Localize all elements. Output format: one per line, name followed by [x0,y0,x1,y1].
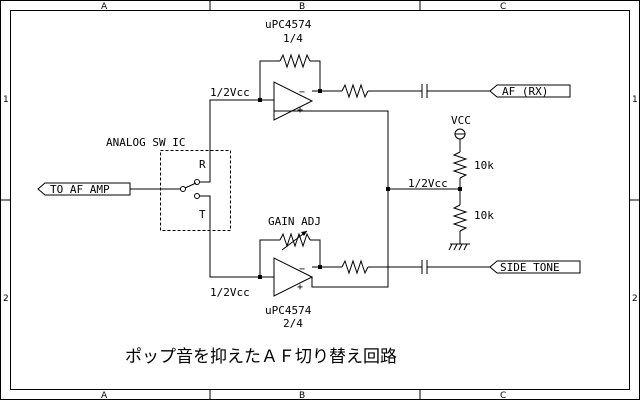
port-af-rx [489,84,571,98]
diagram-caption: ポップ音を抑えたＡＦ切り替え回路 [125,347,397,367]
vcc-label: VCC [451,114,471,127]
switch-r-wire [199,99,260,183]
switch-t-wire [199,195,260,278]
opamp-bottom-unit: 2/4 [283,317,303,330]
zone-col-a-bottom: A [101,391,108,400]
switch-t-label: T [199,208,206,221]
opamp-bottom-minus: − [299,264,305,275]
port-af-rx-label: AF (RX) [502,85,548,98]
switch-t-contact [194,193,200,199]
gain-adj-label: GAIN ADJ [268,215,321,228]
port-to-af-amp-label: TO AF AMP [50,183,110,196]
junction-top-out [318,89,322,93]
zone-col-c-top: C [500,2,506,12]
opamp-bottom-feedback-right [310,239,321,267]
divider-resistor-top [452,151,468,179]
gain-adj-resistor [279,232,311,248]
zone-row-2-right: 2 [632,294,638,304]
inner-frame [10,10,630,390]
opamp-top-feedback-resistor [279,53,311,69]
net-half-vcc-top: 1/2Vcc [210,86,250,99]
port-side-tone [489,260,581,274]
opamp-top-part: uPC4574 [265,18,312,31]
zone-col-b-top: B [299,2,305,12]
divider-resistor-bottom-value: 10k [474,209,494,222]
opamp-bottom-feedback-left [259,239,280,277]
switch-title: ANALOG SW IC [106,136,185,149]
opamp-bottom-symbol [273,257,314,297]
zone-row-1-left: 1 [3,95,9,105]
opamp-bottom-plus: + [297,282,303,293]
net-half-vcc-bottom: 1/2Vcc [210,286,250,299]
series-resistor-top [341,83,369,99]
junction-bias [386,187,390,191]
switch-blade [184,182,197,189]
ground-symbol [448,243,470,251]
opamp-top-symbol [273,81,314,121]
port-side-tone-label: SIDE TONE [500,261,560,274]
opamp-bottom-part: uPC4574 [265,304,312,317]
bias-rail [274,110,389,288]
switch-common-contact [180,186,186,192]
zone-col-b-bottom: B [299,391,305,400]
port-to-af-amp [37,182,131,196]
divider-resistor-top-value: 10k [474,159,494,172]
zone-row-2-left: 2 [3,294,9,304]
zone-row-1-right: 1 [632,95,638,105]
zone-col-a-top: A [101,2,108,12]
opamp-top-feedback-left [259,60,280,100]
zone-col-c-bottom: C [500,391,506,400]
series-resistor-bottom [341,259,369,275]
divider-resistor-bottom [452,204,468,232]
opamp-top-feedback-right [310,60,321,91]
opamp-top-unit: 1/4 [283,32,303,45]
gain-adj-arrow-head [301,231,307,236]
junction-bottom-out [318,265,322,269]
opamp-top-minus: − [299,87,305,98]
switch-box [160,150,231,231]
net-half-vcc-divider: 1/2Vcc [408,177,448,190]
switch-r-label: R [199,158,206,171]
